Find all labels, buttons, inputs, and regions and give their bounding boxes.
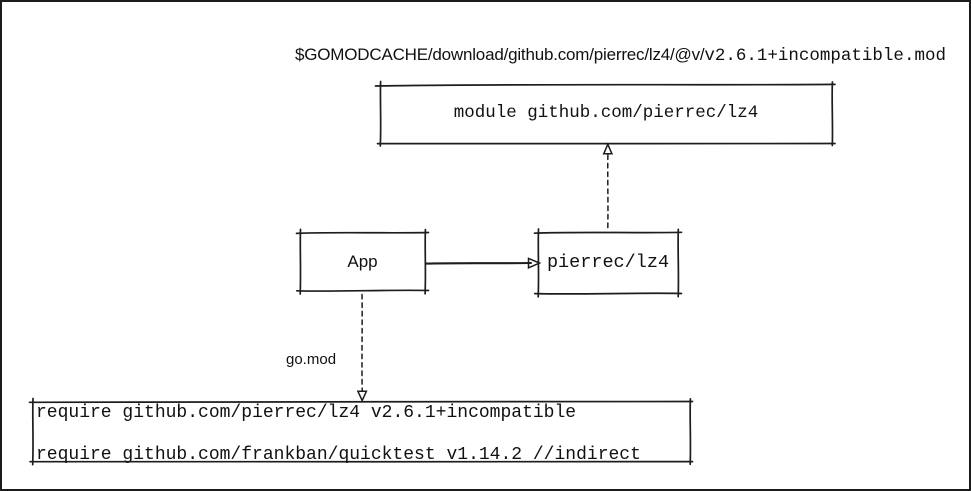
app-box	[295, 228, 430, 295]
app-box-label: App	[347, 252, 378, 271]
module-box-label: module github.com/pierrec/lz4	[453, 103, 759, 123]
lz4-to-module-arrow	[602, 142, 614, 229]
requirements-box	[28, 397, 694, 466]
lz4-box	[533, 228, 683, 298]
require-line-quicktest: require github.com/frankban/quicktest v1…	[36, 445, 641, 465]
cache-path-file: v2.6.1+incompatible.mod	[704, 46, 946, 66]
gomod-arrow-label: go.mod	[286, 351, 337, 368]
module-box	[374, 80, 836, 147]
lz4-box-label: pierrec/lz4	[546, 252, 670, 273]
require-line-lz4: require github.com/pierrec/lz4 v2.6.1+in…	[36, 403, 577, 423]
app-to-lz4-arrow	[424, 257, 542, 269]
cache-path-label: $GOMODCACHE/download/github.com/pierrec/…	[295, 45, 946, 66]
app-to-gomod-arrow	[356, 293, 368, 403]
cache-path-prefix: $GOMODCACHE/download/github.com/pierrec/…	[295, 45, 705, 64]
